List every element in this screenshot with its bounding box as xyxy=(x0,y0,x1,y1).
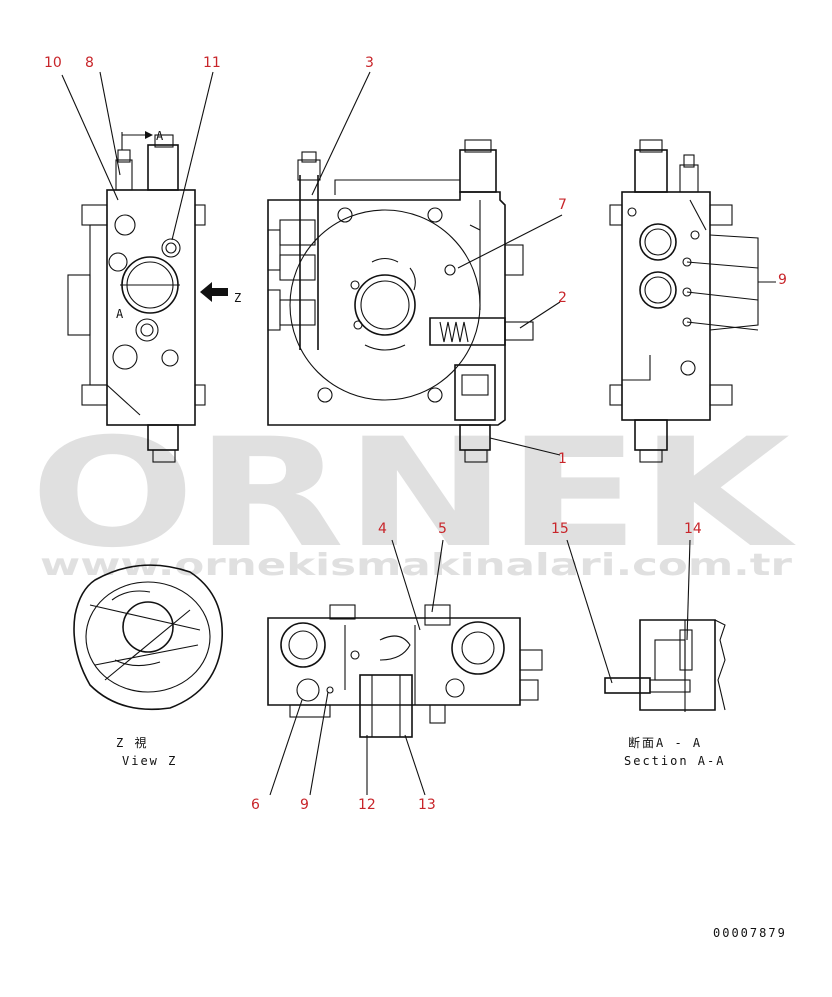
front-view xyxy=(267,139,534,463)
callout-9-top: 9 xyxy=(778,272,787,288)
callout-9-bottom: 9 xyxy=(300,797,309,813)
section-mark-a-top: A xyxy=(156,129,165,143)
drawing-number: 00007879 xyxy=(713,926,787,940)
callout-3: 3 xyxy=(365,55,374,71)
callout-8: 8 xyxy=(85,55,94,71)
callout-11: 11 xyxy=(203,55,221,71)
leader-lines xyxy=(61,71,776,796)
callout-7: 7 xyxy=(558,197,567,213)
bottom-view xyxy=(267,604,543,738)
callout-1: 1 xyxy=(558,451,567,467)
view-z-label: Z xyxy=(234,291,243,305)
section-mark-a-bottom: A xyxy=(116,307,125,321)
watermark-brand: ORNEK xyxy=(30,407,796,581)
callouts: 10 8 11 3 7 2 9 1 4 5 15 14 6 9 12 13 xyxy=(44,55,787,813)
callout-12: 12 xyxy=(358,797,376,813)
callout-6: 6 xyxy=(251,797,260,813)
callout-2: 2 xyxy=(558,290,567,306)
callout-15: 15 xyxy=(551,521,569,537)
section-caption-jp: 断面A - A xyxy=(628,735,702,750)
section-caption-en: Section A-A xyxy=(624,754,725,768)
callout-13: 13 xyxy=(418,797,436,813)
callout-4: 4 xyxy=(378,521,387,537)
view-z-caption-en: View Z xyxy=(122,754,177,768)
callout-10: 10 xyxy=(44,55,62,71)
view-z-arrow-icon xyxy=(200,282,228,302)
callout-14: 14 xyxy=(684,521,702,537)
view-z: Z 視 View Z xyxy=(73,564,224,768)
section-a-a: 断面A - A Section A-A xyxy=(604,619,726,768)
left-side-view: A A Z xyxy=(67,129,243,463)
callout-5: 5 xyxy=(438,521,447,537)
watermark: ORNEK www.ornekismakinalari.com.tr xyxy=(30,407,796,583)
view-z-caption-jp: Z 視 xyxy=(116,735,148,750)
